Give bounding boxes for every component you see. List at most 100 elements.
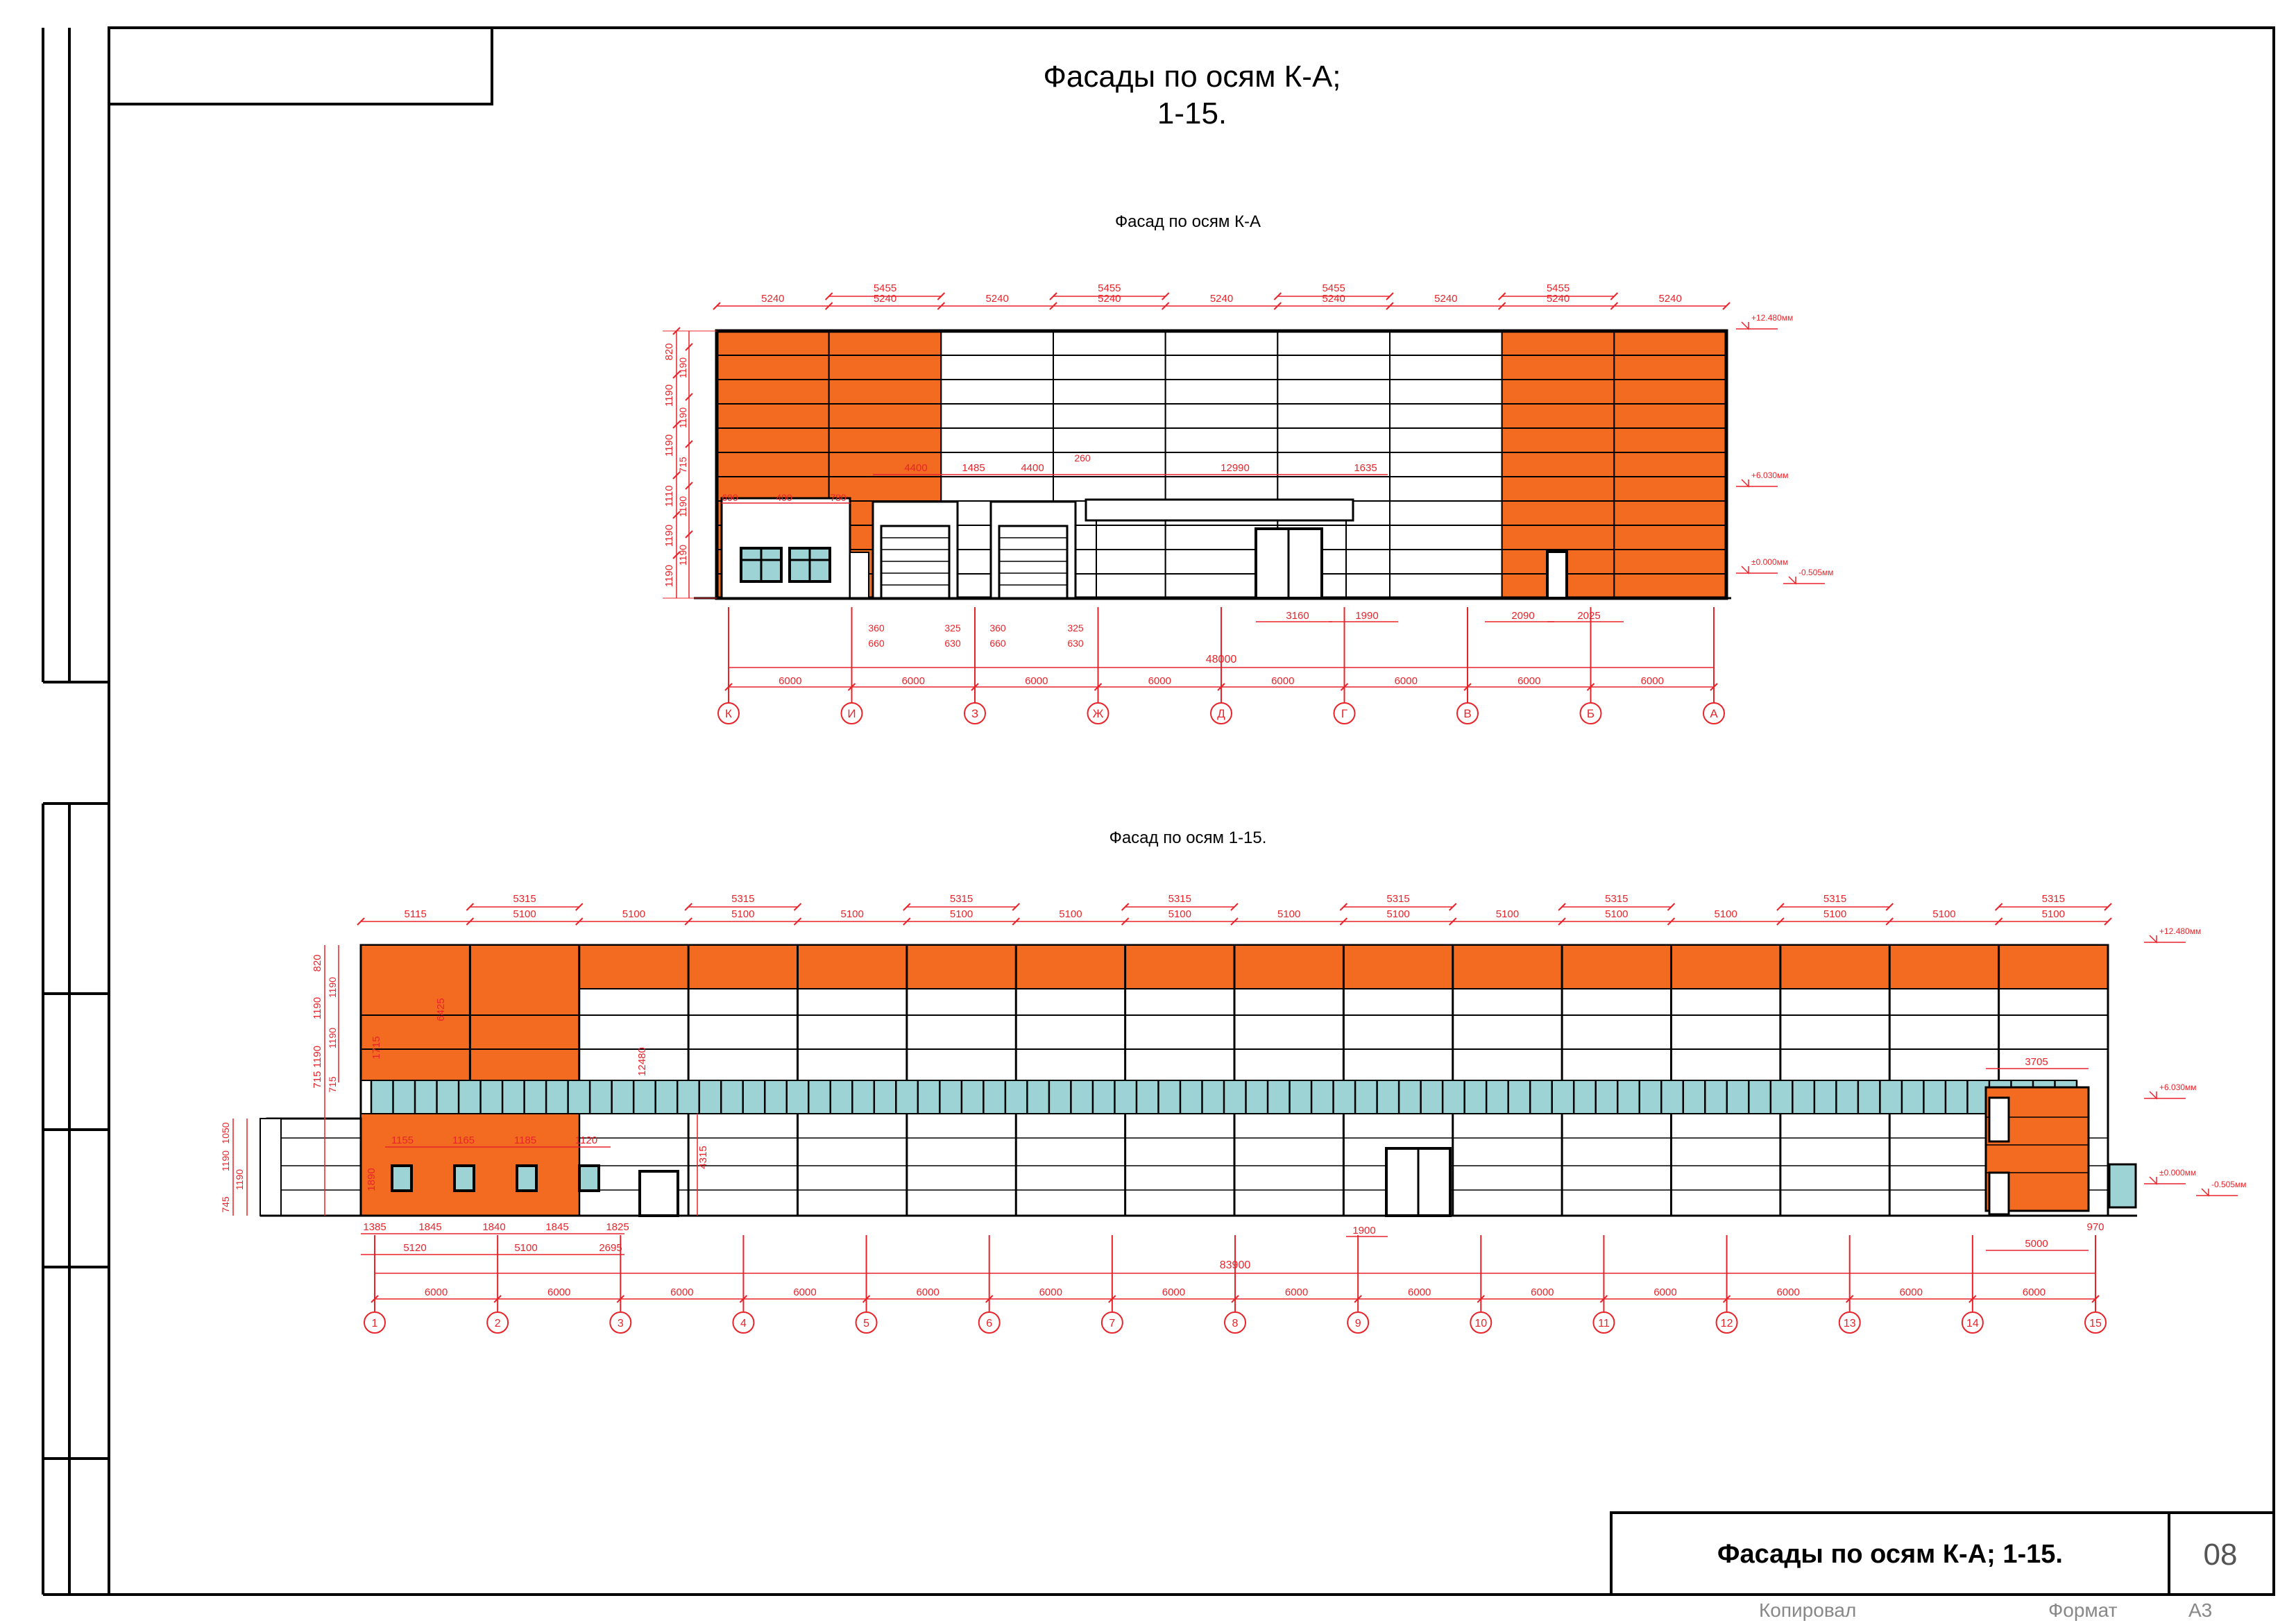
dim-tick	[371, 1295, 379, 1303]
axis-label: 11	[1598, 1318, 1610, 1329]
level-arrow	[2201, 1188, 2209, 1197]
service-door	[1988, 1171, 2010, 1216]
dim-tick	[1161, 302, 1170, 310]
axis-label: 5	[863, 1318, 869, 1329]
dim-label: 1825	[606, 1221, 629, 1233]
dim-label: 5315	[1605, 893, 1628, 905]
dim-label: 715	[327, 1076, 338, 1093]
dim-label: 6000	[916, 1286, 939, 1298]
level-arrow	[1741, 479, 1749, 488]
axis-label: Г	[1341, 707, 1347, 720]
dim-tick	[903, 917, 911, 926]
dim-tick	[1449, 903, 1457, 911]
dim-tick	[1340, 683, 1349, 691]
dim-tick	[1610, 302, 1619, 310]
axis-bubble	[1715, 1311, 1738, 1334]
dim-label: 6000	[1039, 1286, 1062, 1298]
dim-tick	[862, 1295, 871, 1303]
dim-label: 1900	[1352, 1225, 1375, 1237]
dim-tick	[1558, 917, 1566, 926]
dim-tick	[684, 917, 692, 926]
dim-tick	[685, 440, 693, 448]
dim-label: 1190	[677, 496, 688, 517]
dim-label: 5315	[513, 893, 536, 905]
axis-bubble	[1087, 702, 1109, 724]
sheet-title-line2: 1-15.	[1157, 96, 1227, 130]
axis-label: 15	[2089, 1318, 2102, 1329]
dim-label: 2090	[1511, 610, 1534, 622]
dim-label: 5240	[874, 293, 896, 305]
dim-tick	[493, 1295, 502, 1303]
dim-tick	[1108, 1295, 1116, 1303]
dim-label: 6000	[793, 1286, 816, 1298]
axis-bubble	[855, 1311, 878, 1334]
dim-tick	[1161, 292, 1170, 300]
dim-label: 5100	[514, 1242, 537, 1254]
level-arrow	[1788, 576, 1796, 585]
dim-label: 6000	[1900, 1286, 1923, 1298]
dim-tick	[685, 393, 693, 401]
dim-tick	[575, 903, 584, 911]
dim-tick	[1558, 903, 1566, 911]
level-arrow	[1741, 566, 1749, 575]
door	[638, 1170, 679, 1217]
dim-label: 6425	[435, 998, 447, 1021]
dim-label: 5240	[1434, 293, 1457, 305]
dim-label: 1190	[677, 357, 688, 378]
axis-label: А	[1710, 707, 1718, 720]
dim-tick	[1994, 917, 2003, 926]
axis-label: Д	[1217, 707, 1225, 720]
dim-tick	[1230, 917, 1239, 926]
dim-label: 5100	[622, 908, 645, 920]
facade-115-caption: Фасад по осям 1-15.	[1109, 829, 1267, 847]
dim-label: 820	[312, 954, 323, 971]
sheet-frame	[42, 26, 2275, 1596]
dim-label: 325	[1067, 622, 1084, 634]
dim-label: 4400	[904, 462, 927, 474]
dim-tick	[1477, 1295, 1485, 1303]
dim-tick	[672, 371, 681, 379]
dim-tick	[739, 1295, 748, 1303]
footer-copied: Копировал	[1759, 1599, 1856, 1621]
axis-bubble	[1100, 1311, 1123, 1334]
dim-label: 1190	[220, 1150, 231, 1171]
dim-tick	[724, 683, 733, 691]
dim-tick	[1994, 903, 2003, 911]
dim-tick	[1339, 917, 1348, 926]
dim-label: 2025	[1577, 610, 1600, 622]
level-arrow	[1741, 321, 1749, 330]
footer-format-value: А3	[2188, 1599, 2212, 1621]
axis-label: 1	[372, 1318, 378, 1329]
dim-tick	[1586, 683, 1595, 691]
level-label: +12.480мм	[2159, 926, 2201, 936]
dim-label: 6000	[1025, 675, 1048, 687]
dim-tick	[1217, 683, 1225, 691]
dim-tick	[466, 903, 475, 911]
dim-tick	[685, 482, 693, 490]
dim-label: 1190	[677, 407, 688, 428]
dim-label: 5100	[1932, 908, 1955, 920]
dim-label: 6000	[1271, 675, 1294, 687]
axis-bubble	[1456, 702, 1479, 724]
dim-label: 5315	[2042, 893, 2065, 905]
dim-tick	[685, 530, 693, 538]
dim-tick	[1776, 917, 1785, 926]
dim-tick	[672, 471, 681, 479]
level-arrow	[2149, 1176, 2157, 1185]
dim-label: 1845	[418, 1221, 441, 1233]
dim-tick	[1339, 903, 1348, 911]
dim-tick	[937, 292, 946, 300]
window	[391, 1164, 413, 1192]
dim-label: 1485	[962, 462, 985, 474]
axis-bubble	[609, 1311, 632, 1334]
dim-tick	[2091, 1295, 2100, 1303]
dim-label: 360	[868, 622, 885, 634]
axis-bubble	[978, 1311, 1001, 1334]
axis-label: 6	[986, 1318, 992, 1329]
dim-label: 5120	[403, 1242, 426, 1254]
dim-label: 5100	[1277, 908, 1300, 920]
dim-tick	[1497, 302, 1506, 310]
dim-label: 715	[677, 457, 688, 473]
